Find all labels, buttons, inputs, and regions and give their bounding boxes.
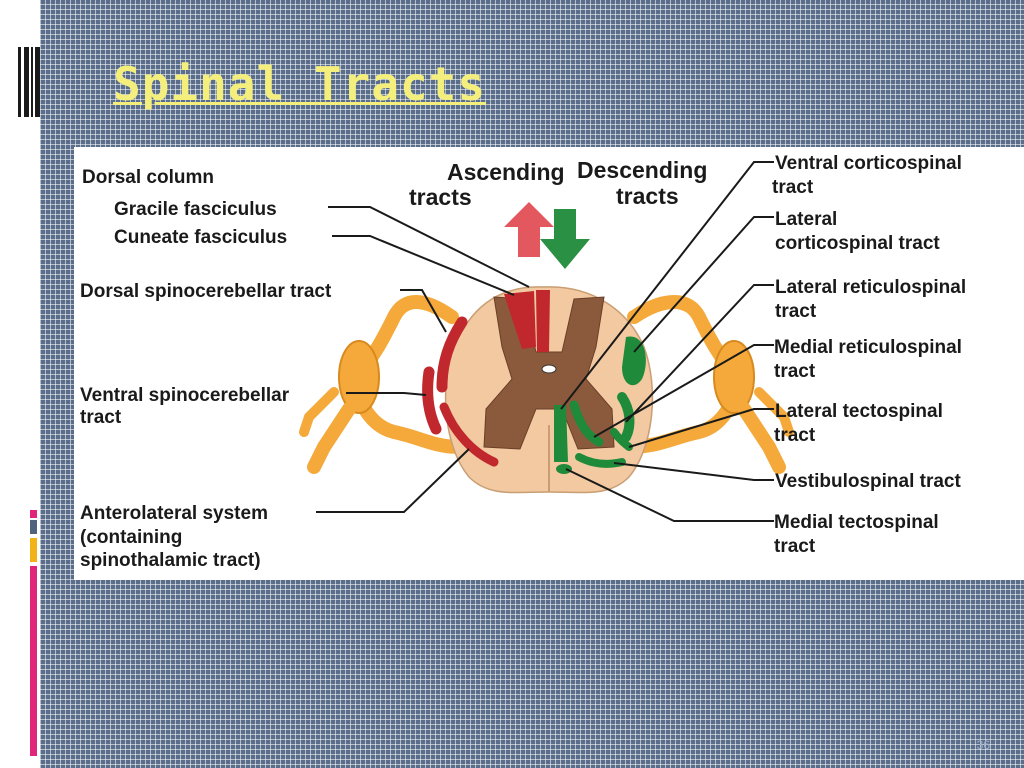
leader-lines [316, 161, 774, 522]
medial-reticulospinal-tract [569, 400, 604, 447]
label-medial-tectospinal-2: tract [774, 536, 816, 557]
label-anterolateral-2: (containing [80, 527, 182, 548]
dorsal-spinocerebellar-tract [436, 316, 468, 393]
label-lateral-tectospinal-2: tract [774, 425, 816, 446]
ascending-arrow [504, 202, 554, 257]
label-vestibulospinal: Vestibulospinal tract [775, 471, 961, 492]
lateral-tectospinal-tract [610, 428, 633, 451]
label-lateral-corticospinal-1: Lateral [775, 209, 837, 230]
descending-tracts [554, 336, 646, 474]
accent-bar-slate [30, 520, 37, 534]
anterolateral-system [439, 402, 499, 467]
label-dorsal-spinocerebellar: Dorsal spinocerebellar tract [80, 281, 332, 302]
gracile-fasciculus [536, 290, 550, 352]
label-lateral-reticulospinal-2: tract [775, 301, 817, 322]
central-canal [541, 364, 557, 374]
label-medial-reticulospinal-1: Medial reticulospinal [774, 337, 962, 358]
label-cuneate-fasciculus: Cuneate fasciculus [114, 227, 287, 248]
page-number: 36 [976, 738, 990, 752]
accent-bar-gold [30, 538, 37, 562]
corner-decoration [18, 47, 40, 117]
descending-arrow [540, 209, 590, 269]
slide-title: Spinal Tracts [113, 57, 487, 111]
label-anterolateral-3: spinothalamic tract) [80, 550, 261, 571]
spinal-tracts-diagram: Ascending tracts Descending tracts Dorsa… [74, 147, 1024, 580]
label-lateral-corticospinal-2: corticospinal tract [775, 233, 940, 254]
ascending-header-2: tracts [409, 184, 472, 210]
label-ventral-spinocerebellar-1: Ventral spinocerebellar [80, 385, 290, 406]
label-medial-tectospinal-1: Medial tectospinal [774, 512, 939, 533]
label-medial-reticulospinal-2: tract [774, 361, 816, 382]
label-anterolateral-1: Anterolateral system [80, 503, 268, 524]
ventral-corticospinal-tract [554, 405, 568, 462]
label-layer: Ascending tracts Descending tracts Dorsa… [80, 153, 966, 571]
accent-bar-pink-top [30, 510, 37, 518]
label-lateral-tectospinal-1: Lateral tectospinal [775, 401, 943, 422]
ascending-tracts [422, 290, 550, 467]
lateral-corticospinal-tract [622, 336, 646, 386]
label-ventral-corticospinal-2: tract [772, 177, 814, 198]
accent-bar-pink [30, 566, 37, 756]
label-dorsal-column: Dorsal column [82, 167, 214, 188]
medial-tectospinal-tract [556, 464, 572, 474]
label-gracile-fasciculus: Gracile fasciculus [114, 199, 277, 220]
label-ventral-spinocerebellar-2: tract [80, 407, 122, 428]
descending-header-2: tracts [616, 183, 679, 209]
descending-header-1: Descending [577, 157, 707, 183]
label-ventral-corticospinal-1: Ventral corticospinal [775, 153, 962, 174]
ascending-header-1: Ascending [447, 159, 565, 185]
cuneate-fasciculus [504, 291, 536, 349]
right-spinal-nerve [622, 295, 794, 474]
label-lateral-reticulospinal-1: Lateral reticulospinal [775, 277, 966, 298]
diagram-svg [299, 161, 794, 522]
ventral-spinocerebellar-tract [422, 366, 442, 435]
